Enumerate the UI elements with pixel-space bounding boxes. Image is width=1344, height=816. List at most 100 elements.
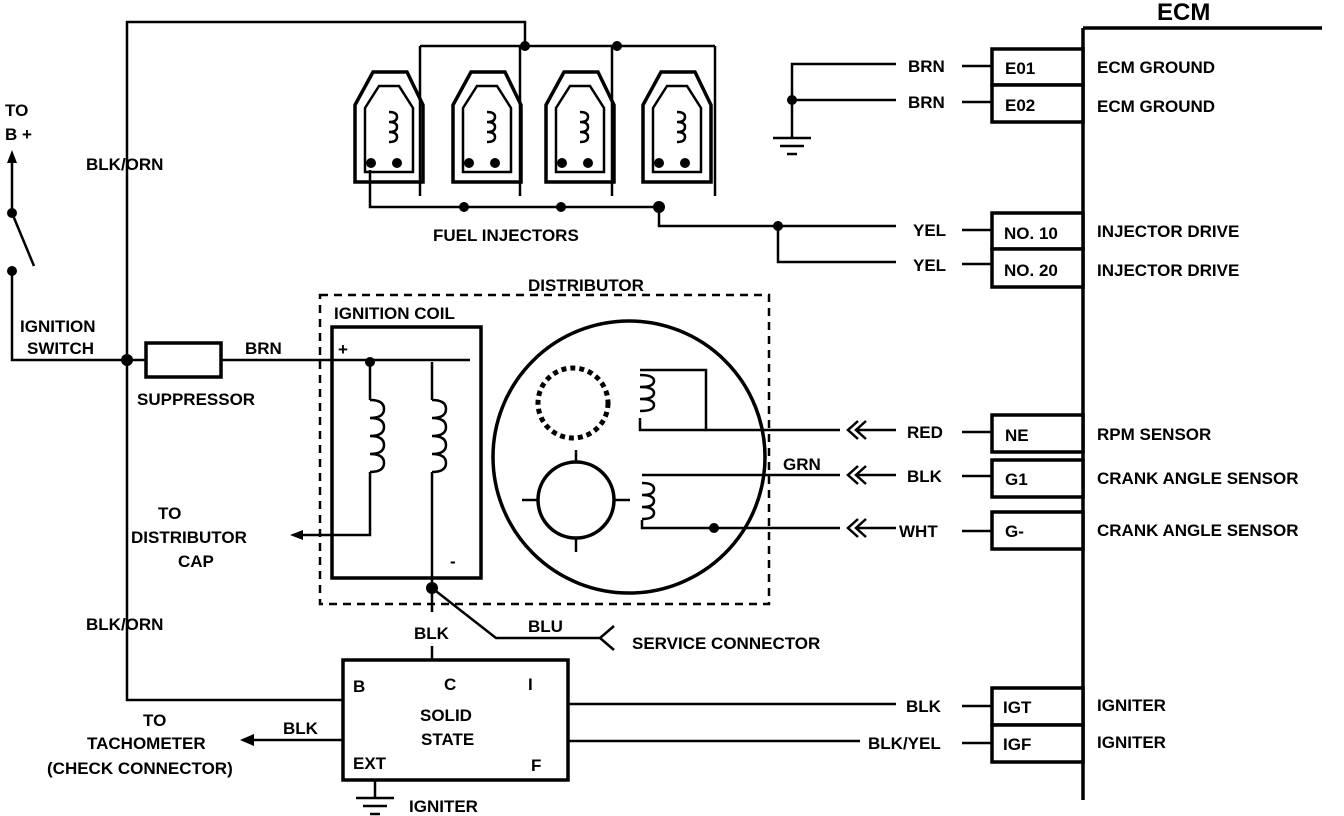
injector-terminal: [366, 158, 376, 168]
pin-box: [990, 211, 1085, 251]
fuel-injectors: FUEL INJECTORS: [368, 41, 896, 264]
to-dist-cap-label: CAP: [178, 552, 214, 571]
wire-color-label: BRN: [908, 93, 945, 112]
blk-tach-label: BLK: [283, 719, 319, 738]
suppressor-label: SUPPRESSOR: [137, 390, 255, 409]
pin-box: [990, 413, 1085, 454]
igniter-terminal-b: B: [353, 677, 365, 696]
brn-label: BRN: [245, 339, 282, 358]
injector-body: [451, 70, 523, 184]
chevron-left-icon: [846, 518, 859, 538]
injector-coil: [676, 110, 687, 144]
wire-color-label: YEL: [913, 256, 946, 275]
ecm-pin-gminus: WHT G- CRANK ANGLE SENSOR: [899, 510, 1299, 551]
wire-color-label: YEL: [913, 221, 946, 240]
pin-label: NO. 20: [1004, 261, 1058, 280]
injector-inner: [461, 84, 513, 174]
wire-e01: [790, 62, 896, 138]
wire-blk-orn-bottom: [125, 360, 343, 702]
reluctor-gear: [535, 365, 611, 441]
junction-dot: [612, 41, 622, 51]
ecm-pin-no10: YEL NO. 10 INJECTOR DRIVE: [913, 211, 1239, 251]
pin-label: NE: [1005, 426, 1029, 445]
injector-coil: [486, 110, 497, 144]
igniter-terminal-i: I: [528, 675, 533, 694]
wire-color-label: BLK: [906, 697, 942, 716]
chevron-left-icon: [854, 465, 867, 485]
junction-dot: [787, 95, 797, 105]
distributor: DISTRIBUTOR GRN: [318, 276, 840, 606]
ignition-switch: TO B + IGNITION SWITCH: [5, 101, 146, 366]
service-connector-label: SERVICE CONNECTOR: [632, 634, 820, 653]
pin-function-label: IGNITER: [1097, 733, 1166, 752]
to-tach-label: TO: [143, 711, 166, 730]
junction-dot: [459, 202, 469, 212]
pin-box: [990, 247, 1085, 289]
grn-label: GRN: [783, 455, 821, 474]
wire-color-label: BLK: [907, 467, 943, 486]
pin-box: [990, 510, 1085, 551]
pin-box: [990, 47, 1085, 87]
ecm-pin-e01: BRN E01 ECM GROUND: [908, 47, 1215, 87]
injector-body: [641, 70, 713, 184]
solid-state-label: STATE: [421, 730, 474, 749]
pickup-coil-g: [641, 481, 656, 521]
wire-red-ne: [640, 368, 840, 432]
pickup-return: [638, 418, 706, 432]
pin-function-label: INJECTOR DRIVE: [1097, 222, 1239, 241]
to-bplus-label: B +: [5, 125, 32, 144]
ecm-pin-ne: RED NE RPM SENSOR: [907, 413, 1211, 454]
fuel-injector: [544, 70, 616, 184]
wire-to-dist-cap: [300, 472, 372, 537]
pin-function-label: CRANK ANGLE SENSOR: [1097, 521, 1299, 540]
to-dist-cap-label: DISTRIBUTOR: [131, 528, 247, 547]
junction-dot: [520, 41, 530, 51]
coil-minus-label: -: [450, 552, 456, 571]
wire-switch-out: [10, 271, 146, 362]
ignition-coil-label: IGNITION COIL: [334, 304, 455, 323]
injector-inner: [651, 84, 703, 174]
pin-label: IGT: [1003, 698, 1032, 717]
arrow-left-icon: [290, 530, 303, 540]
blk-orn-label: BLK/ORN: [86, 155, 163, 174]
blk-orn-label: BLK/ORN: [86, 615, 163, 634]
igniter-terminal-f: F: [531, 756, 541, 775]
igniter-label: IGNITER: [409, 797, 478, 816]
pin-label: NO. 10: [1004, 224, 1058, 243]
chevron-left-icon: [854, 518, 867, 538]
injector-terminal: [583, 158, 593, 168]
igniter-body: [341, 658, 570, 782]
junction-dot: [709, 523, 719, 533]
ecm-title: ECM: [1157, 0, 1210, 26]
blu-label: BLU: [528, 617, 563, 636]
pin-label: IGF: [1003, 735, 1031, 754]
pin-function-label: ECM GROUND: [1097, 58, 1215, 77]
fuel-injector: [641, 70, 713, 184]
solid-state-label: SOLID: [420, 706, 472, 725]
pin-box: [990, 723, 1085, 764]
suppressor: SUPPRESSOR BRN: [137, 339, 470, 409]
to-dist-cap-label: TO: [158, 504, 181, 523]
pin-function-label: RPM SENSOR: [1097, 425, 1211, 444]
fuel-injector: [353, 70, 425, 184]
wire-color-label: BRN: [908, 57, 945, 76]
wire-blu: [431, 587, 600, 640]
injector-inner: [554, 84, 606, 174]
service-connector: BLU SERVICE CONNECTOR BLK: [414, 587, 820, 660]
injector-body: [544, 70, 616, 184]
injector-shapes: [353, 70, 713, 184]
sensor-connectors: [846, 420, 896, 538]
ecm-block: ECM: [1081, 0, 1322, 800]
tachometer-output: BLK TO TACHOMETER (CHECK CONNECTOR): [47, 711, 343, 778]
coil-plus-label: +: [338, 340, 348, 359]
pin-function-label: IGNITER: [1097, 696, 1166, 715]
ecm-pin-e02: BRN E02 ECM GROUND: [908, 83, 1215, 124]
injector-terminal: [557, 158, 567, 168]
arrow-up-icon: [7, 150, 17, 163]
ecm-pin-igt: BLK IGT IGNITER: [906, 686, 1166, 727]
distributor-body: [491, 319, 767, 595]
pin-box: [990, 458, 1085, 499]
signal-rotor: [536, 460, 616, 540]
ignition-coil: IGNITION COIL + - TO DISTRIBUTOR CAP: [131, 304, 483, 612]
